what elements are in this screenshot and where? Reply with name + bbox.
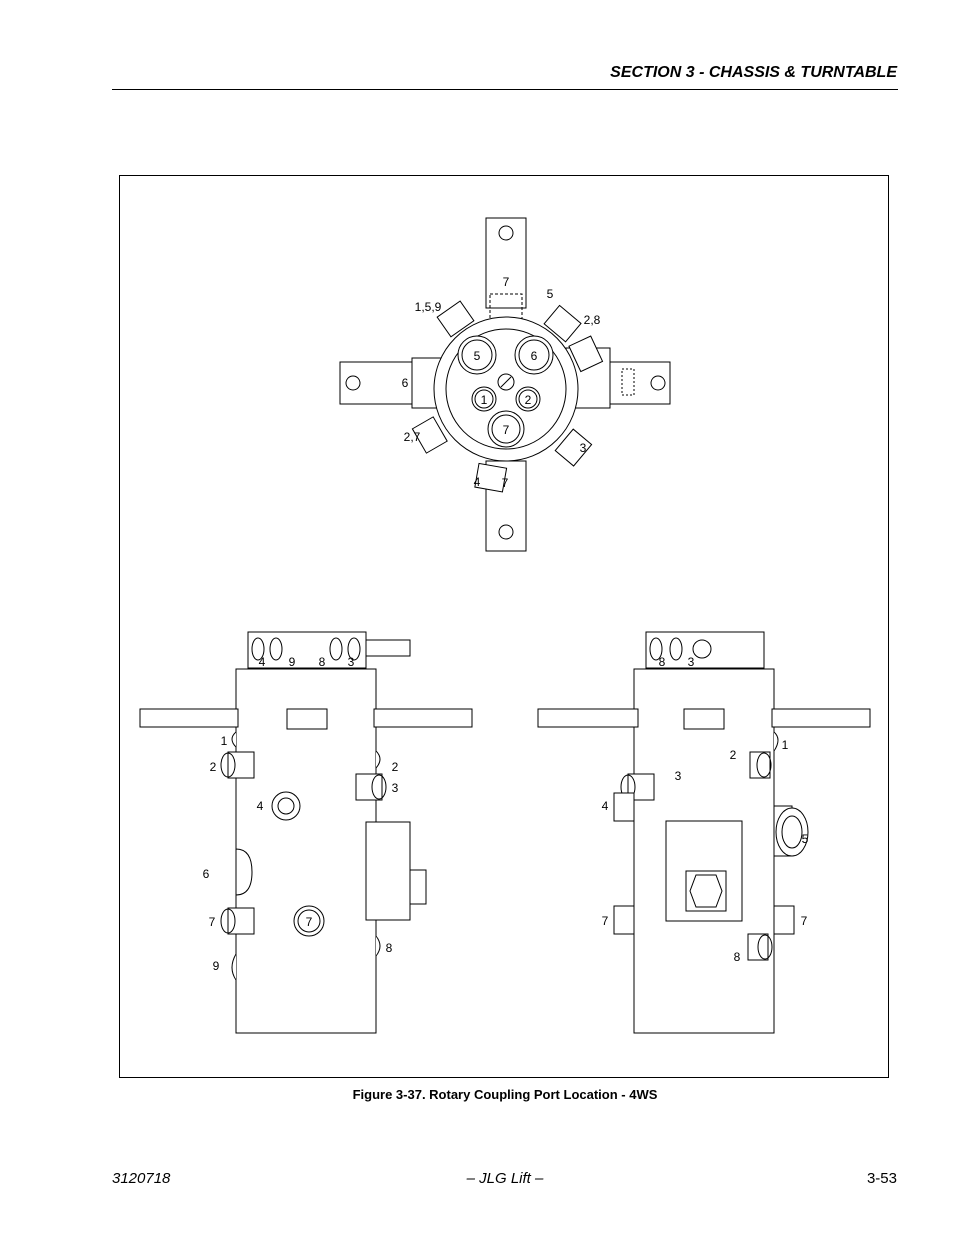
port-callout: 7 bbox=[209, 915, 216, 929]
port-callout: 6 bbox=[203, 867, 210, 881]
port-callout: 1 bbox=[782, 738, 789, 752]
port-callout: 3 bbox=[688, 655, 695, 669]
callout: 4 bbox=[474, 475, 481, 489]
callout: 6 bbox=[402, 376, 409, 390]
port-callout: 2 bbox=[392, 760, 399, 774]
port-callout: 3 bbox=[348, 655, 355, 669]
rotary-coupling-diagram: 5 6 1 2 7 7 5 1,5,9 2,8 6 2,7 3 4 7 bbox=[139, 217, 871, 1034]
figure-frame: 5 6 1 2 7 7 5 1,5,9 2,8 6 2,7 3 4 7 bbox=[119, 175, 889, 1078]
callout: 2,7 bbox=[404, 430, 421, 444]
port-callout: 9 bbox=[289, 655, 296, 669]
face-port-label: 2 bbox=[525, 393, 532, 407]
coupling-body bbox=[235, 668, 377, 1034]
callout: 7 bbox=[502, 476, 509, 490]
port-callout: 8 bbox=[659, 655, 666, 669]
callout: 3 bbox=[580, 441, 587, 455]
face-port-label: 6 bbox=[531, 349, 538, 363]
port-callout: 7 bbox=[602, 914, 609, 928]
callout: 2,8 bbox=[584, 313, 601, 327]
port-callout: 2 bbox=[730, 748, 737, 762]
publisher: – JLG Lift – bbox=[466, 1170, 544, 1187]
port-callout: 2 bbox=[210, 760, 217, 774]
top-mount-arm bbox=[485, 217, 527, 309]
top-port-block bbox=[247, 631, 367, 669]
port-callout: 1 bbox=[221, 734, 228, 748]
port-callout: 3 bbox=[675, 769, 682, 783]
port-callout: 8 bbox=[386, 941, 393, 955]
face-port-label: 5 bbox=[474, 349, 481, 363]
callout: 7 bbox=[503, 275, 510, 289]
page-number: 3-53 bbox=[866, 1170, 897, 1187]
doc-number: 3120718 bbox=[112, 1170, 171, 1187]
port-callout: 8 bbox=[734, 950, 741, 964]
top-view: 5 6 1 2 7 7 5 1,5,9 2,8 6 2,7 3 4 7 bbox=[339, 217, 671, 552]
right-side-view: 8 3 2 1 3 bbox=[537, 631, 871, 1034]
section-title: SECTION 3 - CHASSIS & TURNTABLE bbox=[610, 64, 897, 81]
top-port-block bbox=[645, 631, 765, 669]
port-callout: 5 bbox=[802, 832, 809, 846]
port-callout: 7 bbox=[801, 914, 808, 928]
header-divider bbox=[112, 89, 898, 90]
callout: 5 bbox=[547, 287, 554, 301]
left-side-view: 4 9 8 3 7 bbox=[139, 631, 473, 1034]
port-callout: 8 bbox=[319, 655, 326, 669]
port-callout: 4 bbox=[257, 799, 264, 813]
port-callout: 4 bbox=[259, 655, 266, 669]
port-callout: 9 bbox=[213, 959, 220, 973]
callout: 1,5,9 bbox=[415, 300, 442, 314]
port-callout: 7 bbox=[306, 915, 313, 929]
face-port-label: 7 bbox=[503, 423, 510, 437]
face-port-label: 1 bbox=[481, 393, 488, 407]
port-callout: 4 bbox=[602, 799, 609, 813]
port-callout: 3 bbox=[392, 781, 399, 795]
figure-caption: Figure 3-37. Rotary Coupling Port Locati… bbox=[352, 1087, 658, 1102]
